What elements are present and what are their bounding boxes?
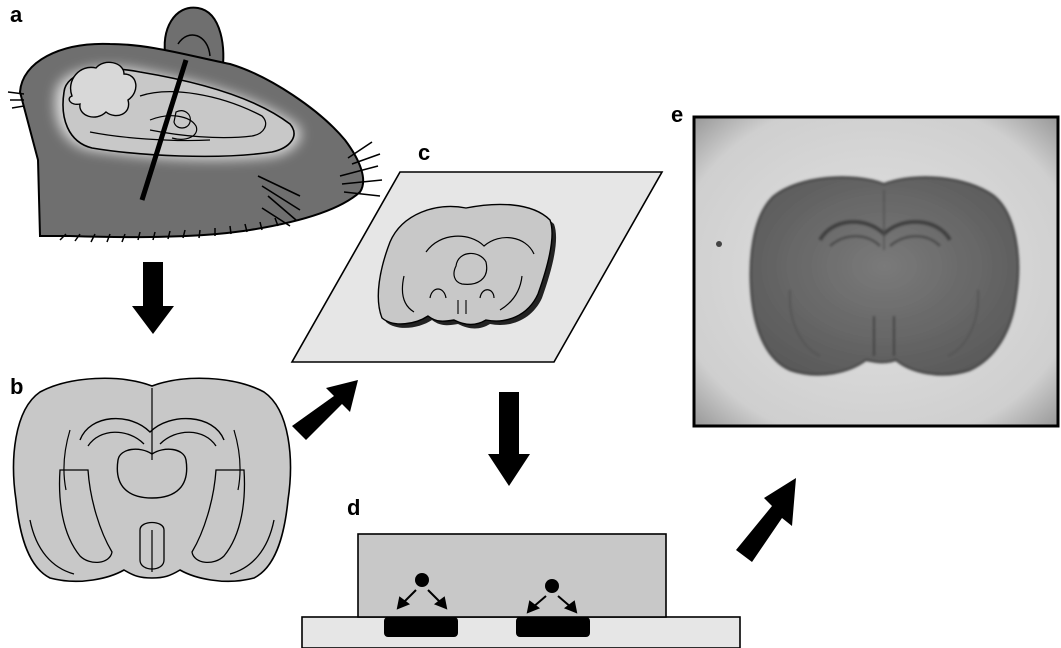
sensor-left (384, 617, 458, 637)
photo-icon (694, 117, 1058, 426)
arrow-b-to-c (292, 380, 358, 440)
emitter-right (545, 579, 559, 593)
arrow-d-to-e (736, 478, 796, 562)
emitter-left (415, 573, 429, 587)
slide-section (378, 204, 552, 324)
arrow-down-c-to-d (488, 392, 530, 486)
mouse-head-icon (8, 8, 382, 242)
sensor-array-icon (302, 534, 740, 648)
arrow-down-a-to-b (132, 262, 174, 334)
coronal-section-icon (14, 378, 291, 581)
sensor-right (516, 617, 590, 637)
